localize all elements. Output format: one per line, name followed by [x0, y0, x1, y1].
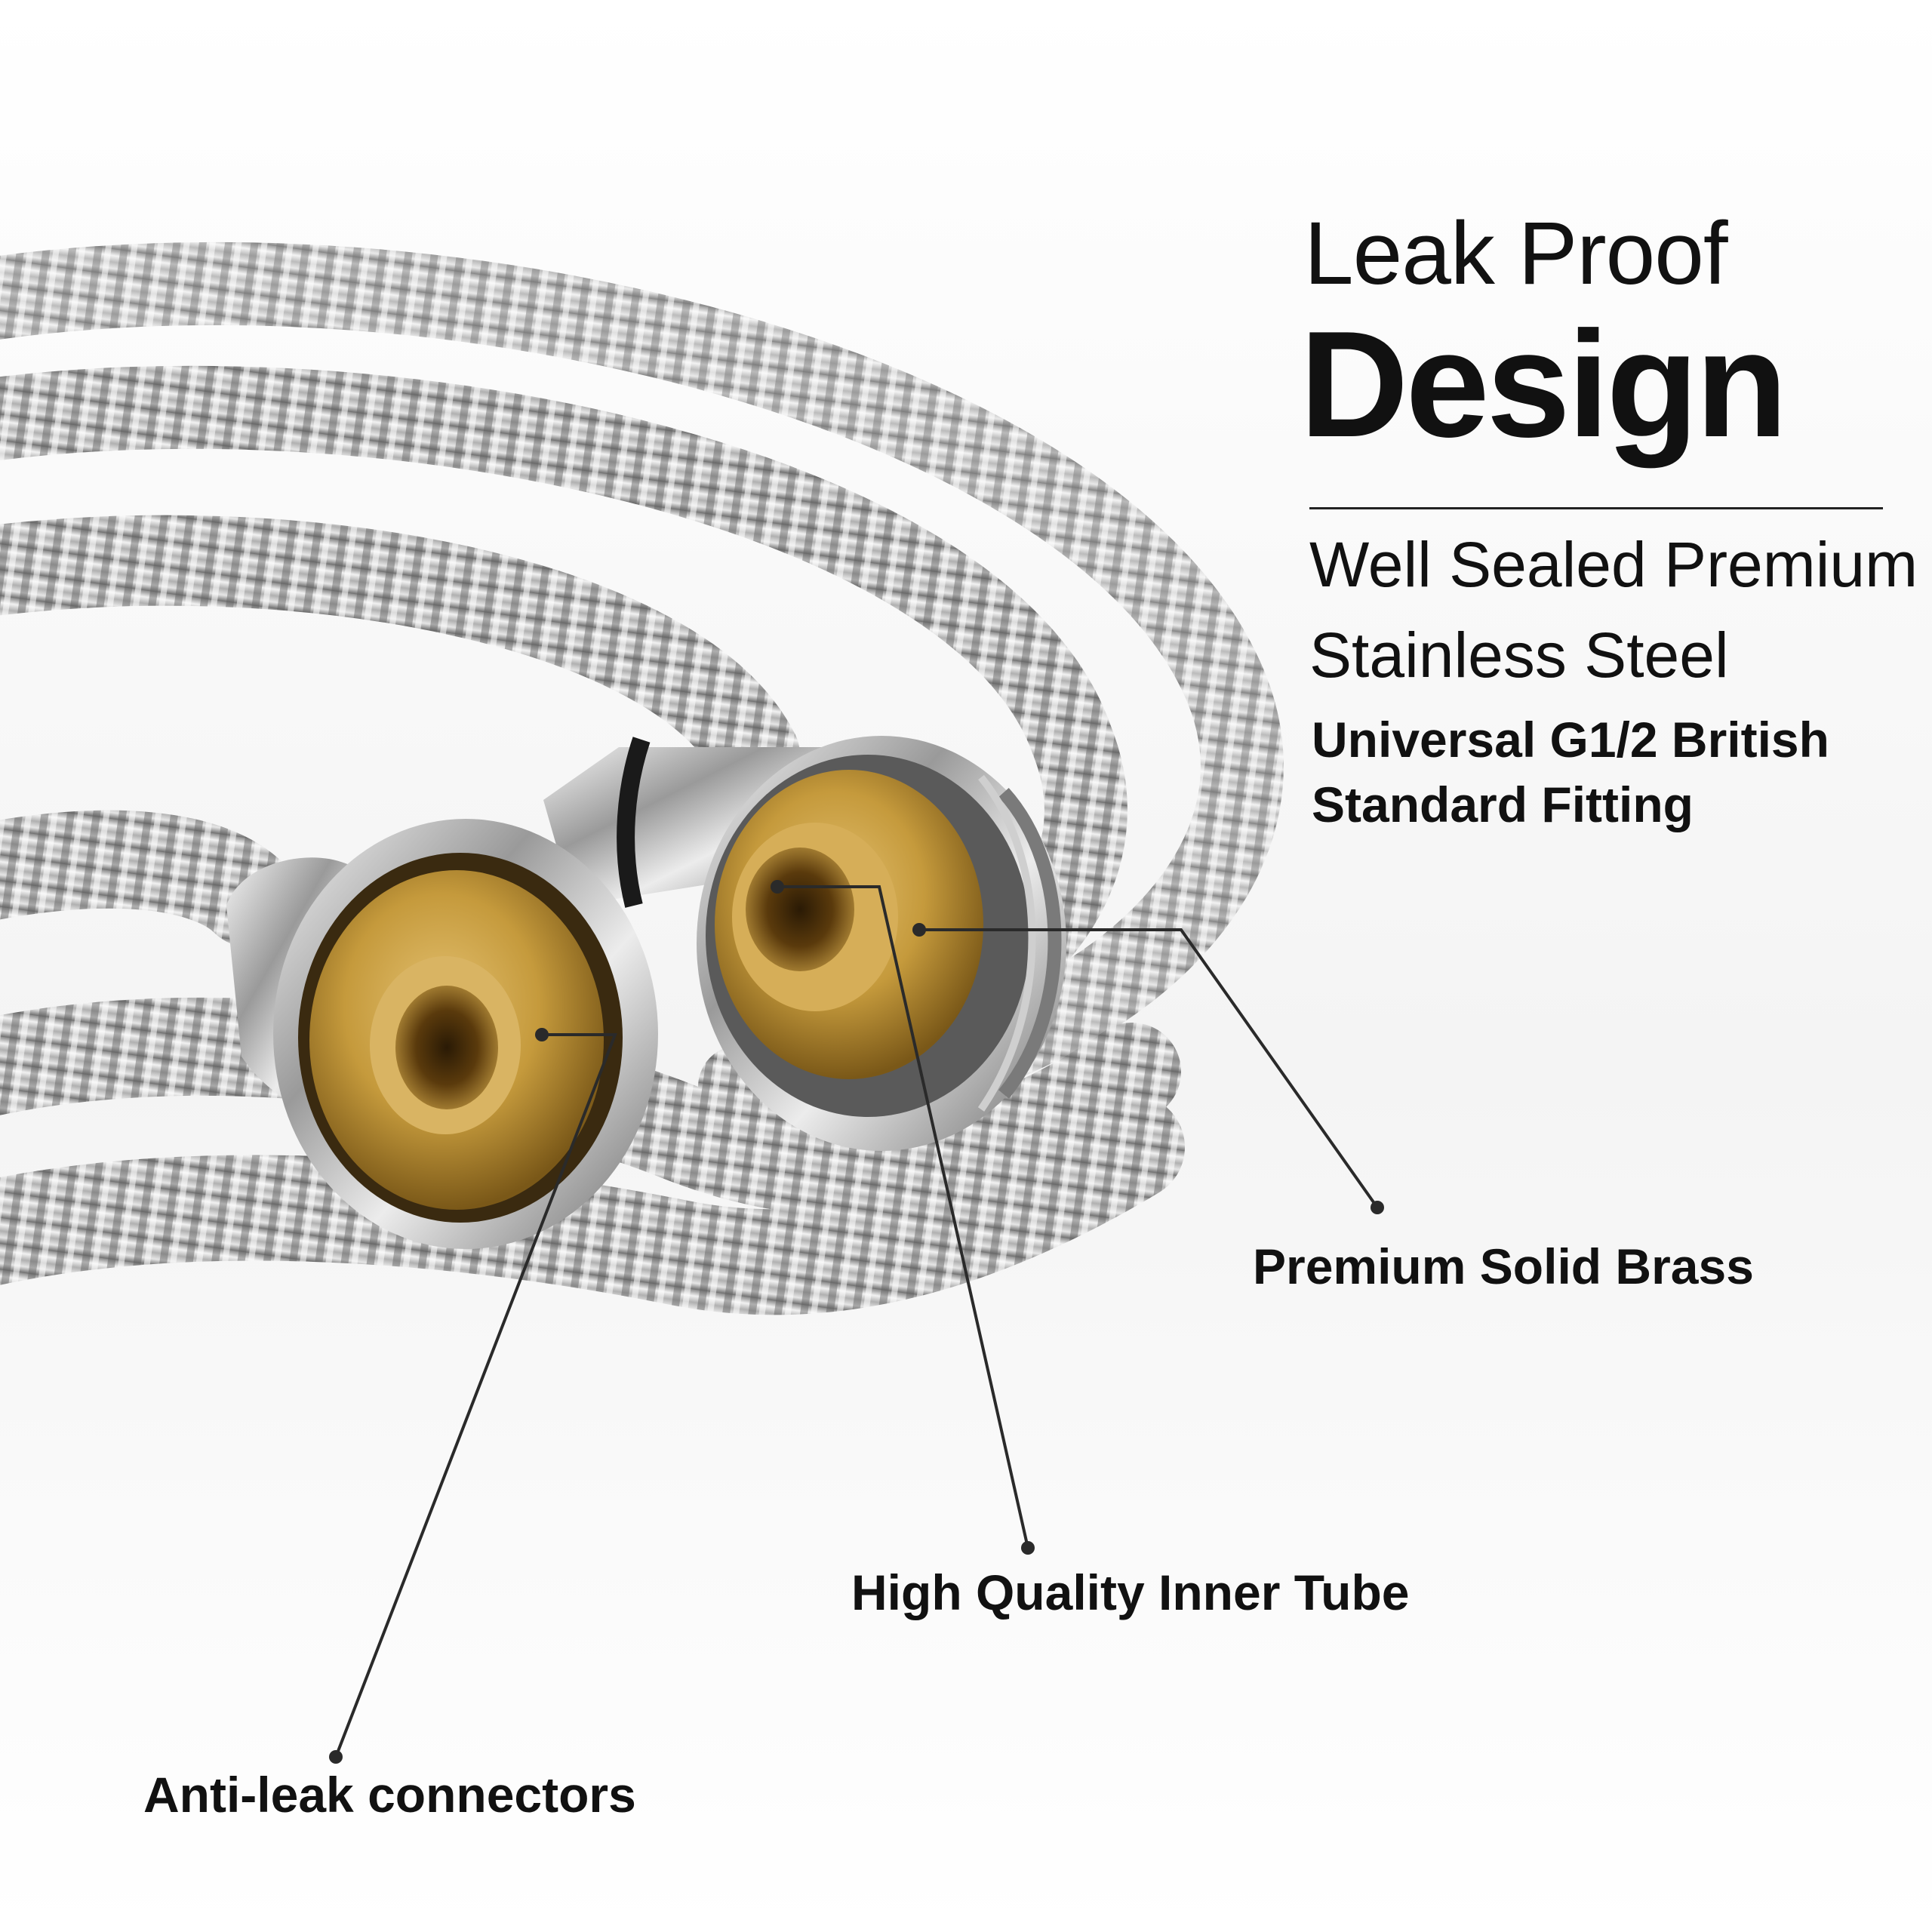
callout-brass: Premium Solid Brass: [1253, 1238, 1754, 1294]
headline-bold: Design: [1300, 300, 1788, 469]
feature-line-2: Stainless Steel: [1309, 620, 1729, 691]
callout-dots: [329, 880, 1384, 1764]
left-fitting: [226, 819, 658, 1249]
feature-line-1: Well Sealed Premium: [1309, 529, 1918, 600]
callout-inner-tube: High Quality Inner Tube: [851, 1564, 1410, 1620]
right-fitting: [697, 736, 1066, 1151]
feature-line-4: Standard Fitting: [1312, 777, 1694, 832]
divider: [1309, 507, 1883, 509]
callout-lines: [334, 885, 1379, 1758]
callout-connectors: Anti-leak connectors: [143, 1767, 636, 1823]
headline-light: Leak Proof: [1304, 204, 1728, 303]
feature-line-3: Universal G1/2 British: [1312, 712, 1829, 768]
